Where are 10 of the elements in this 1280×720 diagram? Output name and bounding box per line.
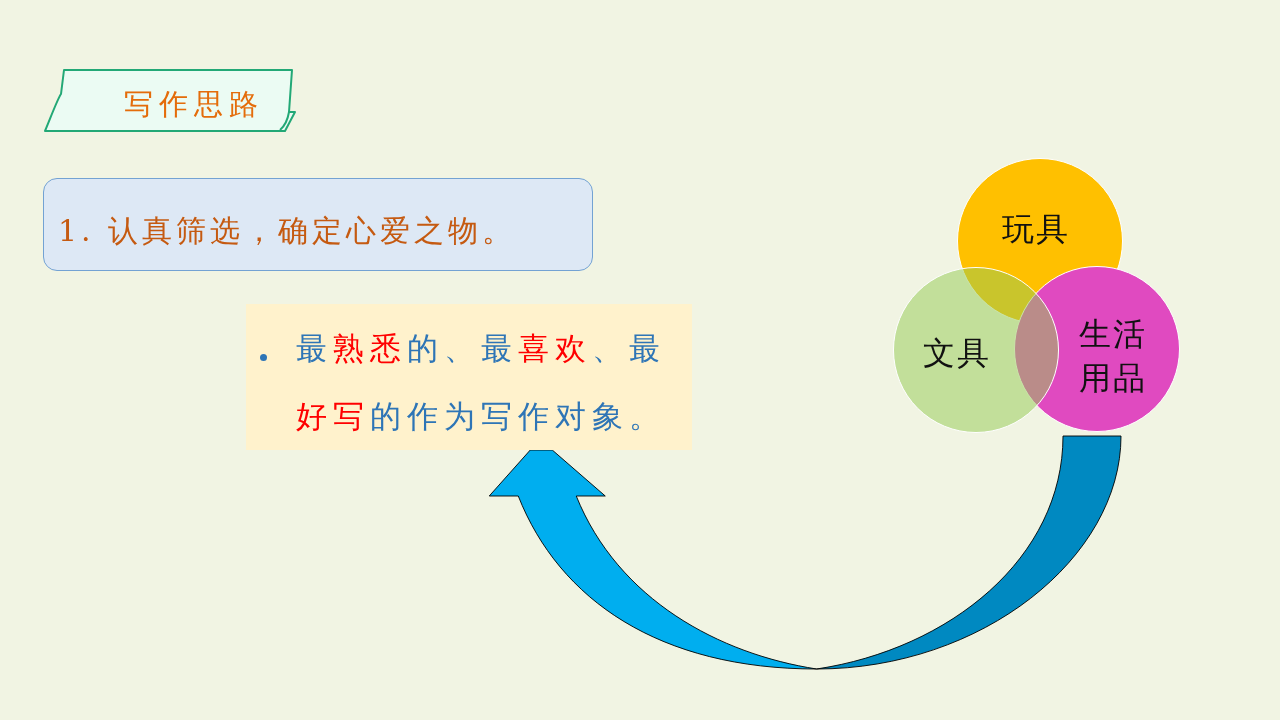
note-box [246,304,692,450]
bullet-text: 最熟悉的、最喜欢、最好写的作为写作对象。 [296,329,667,436]
curved-block-arrow [488,435,1122,670]
circle-label: 生活用品 [1078,314,1148,399]
circle-label: 玩具 [1002,209,1070,250]
heading-tab [44,68,296,134]
step-text: 1. 认真筛选，确定心爱之物。 [58,212,517,250]
heading-text: 写作思路 [124,86,264,122]
step-box [43,178,593,271]
circle-label: 文具 [923,333,991,374]
